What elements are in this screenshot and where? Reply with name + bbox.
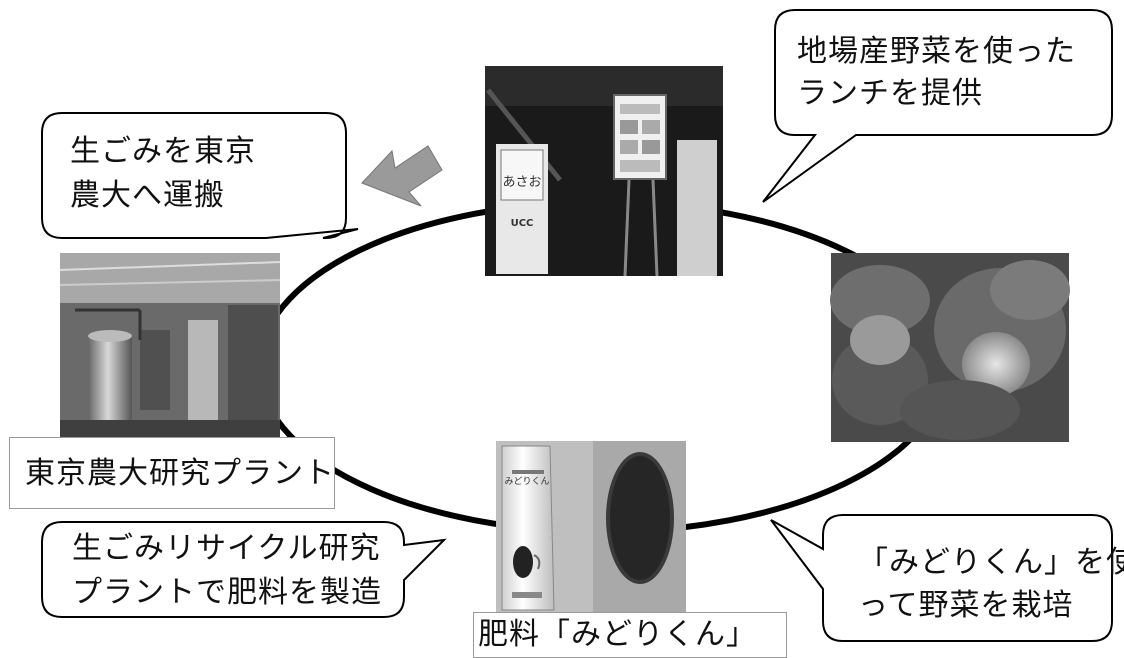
plant-label-box xyxy=(9,437,335,509)
restaurant-brand-text: UCC xyxy=(511,218,534,229)
fertilizer-bag-text: みどりくん xyxy=(504,476,549,487)
lunch-bubble-line1: 地場産野菜を使った xyxy=(797,34,1076,69)
fertilizer-label: 肥料「みどりくん」 xyxy=(478,617,757,652)
cabbage-field-photo xyxy=(830,253,1070,442)
plant-label: 東京農大研究プラント xyxy=(25,456,335,491)
transport-bubble-line2: 農大へ運搬 xyxy=(70,178,225,213)
restaurant-photo: あさお UCC xyxy=(485,66,723,277)
restaurant-sign-text: あさお xyxy=(502,175,541,190)
lunch-bubble-line2: ランチを提供 xyxy=(797,76,983,111)
grow-bubble-line2: って野菜を栽培 xyxy=(858,588,1074,623)
speech-bubble-recycle xyxy=(41,521,447,618)
speech-bubble-lunch xyxy=(762,9,1113,203)
recycle-bubble-line2: プラントで肥料を製造 xyxy=(72,575,382,610)
recycle-bubble-line1: 生ごみリサイクル研究 xyxy=(72,531,381,566)
grow-bubble-line1: 「みどりくん」を使 xyxy=(858,545,1124,580)
fertilizer-photo: みどりくん xyxy=(496,441,686,616)
speech-bubble-transport xyxy=(41,112,359,239)
speech-bubble-grow xyxy=(770,514,1113,642)
left-arrow-icon xyxy=(361,145,443,207)
transport-bubble-line1: 生ごみを東京 xyxy=(70,134,256,169)
research-plant-photo xyxy=(59,253,281,447)
